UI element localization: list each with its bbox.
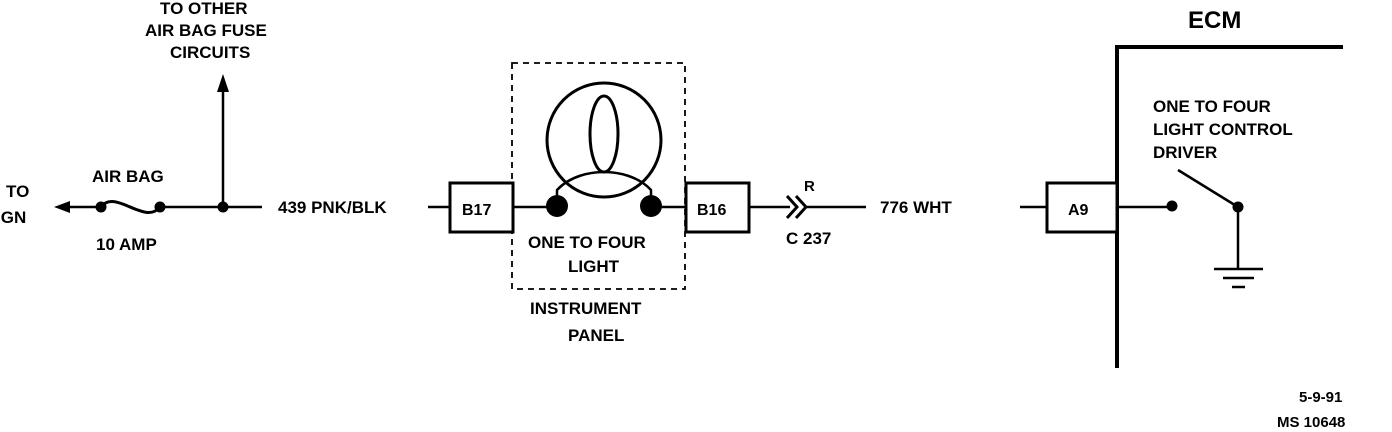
connector-a9-label: A9 (1068, 202, 1089, 219)
connector-b17-label: B17 (462, 202, 491, 219)
panel-label-line-1: INSTRUMENT (530, 299, 642, 318)
fuse-name: AIR BAG (92, 167, 164, 186)
ref-code: MS 10648 (1277, 414, 1345, 431)
fuse-element (99, 200, 162, 214)
lamp-lead-left (513, 170, 605, 209)
driver-label-line-1: ONE TO FOUR (1153, 97, 1271, 116)
ign-arrow-head (54, 201, 70, 213)
ref-date: 5-9-91 (1299, 389, 1342, 406)
c237-marker: R (804, 178, 815, 195)
lamp-icon (545, 81, 663, 199)
other-circuits-line-2: AIR BAG FUSE (145, 21, 267, 40)
wire-right-label: 776 WHT (880, 198, 952, 217)
driver-label-line-3: DRIVER (1153, 143, 1217, 162)
lamp-label-line-2: LIGHT (568, 257, 620, 276)
connector-a9 (1045, 181, 1119, 234)
connector-b16-label: B16 (697, 202, 726, 219)
lamp-label-line-1: ONE TO FOUR (528, 233, 646, 252)
lamp-filament (588, 94, 620, 174)
other-circuits-line-1: TO OTHER (160, 0, 248, 18)
lamp-terminal-right (640, 195, 662, 217)
ecm-boundary (1115, 45, 1343, 368)
c237-label: C 237 (786, 229, 831, 248)
lamp-lead-right (603, 170, 686, 209)
other-circuits-arrow-head (217, 74, 229, 92)
panel-label-line-2: PANEL (568, 326, 624, 345)
lamp-terminal-left (546, 195, 568, 217)
wire-left-label: 439 PNK/BLK (278, 198, 387, 217)
fuse-rating: 10 AMP (96, 235, 157, 254)
to-ign-label-top: TO (6, 182, 29, 201)
instrument-panel-boundary (511, 62, 686, 290)
other-circuits-line-3: CIRCUITS (170, 43, 250, 62)
driver-contact-left (1166, 200, 1178, 212)
to-ign-label-bottom: IGN (0, 208, 26, 227)
ecm-title: ECM (1188, 7, 1241, 34)
connector-b17 (448, 181, 515, 234)
driver-label-line-2: LIGHT CONTROL (1153, 120, 1293, 139)
connector-b16 (684, 181, 751, 234)
driver-switch-arm (1177, 168, 1239, 209)
